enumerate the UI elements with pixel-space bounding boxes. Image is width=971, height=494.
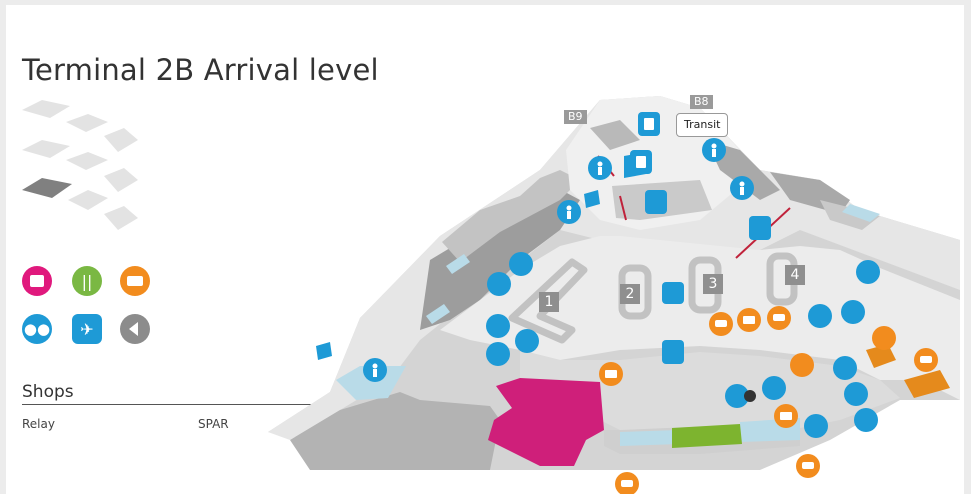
shop-relay-link[interactable]: Relay xyxy=(22,417,55,431)
lift-area-3 xyxy=(316,342,332,360)
meeting-point-icon[interactable] xyxy=(762,376,786,400)
phone-icon-2[interactable] xyxy=(854,408,878,432)
car-rental-area-1[interactable] xyxy=(866,344,896,368)
food-area[interactable] xyxy=(672,424,742,448)
baby-care-icon[interactable] xyxy=(486,342,510,366)
icon-glyphs xyxy=(372,118,932,487)
shops-divider xyxy=(22,404,327,405)
arrivals-filter-button[interactable]: ✈ xyxy=(72,314,102,344)
info-desk-icon-3[interactable] xyxy=(841,300,865,324)
travel-agency-icon[interactable] xyxy=(790,353,814,377)
services-filter-button[interactable] xyxy=(120,266,150,296)
phone-icon[interactable] xyxy=(725,384,749,408)
transit-tooltip: Transit xyxy=(676,113,729,137)
info-desk-icon[interactable] xyxy=(487,272,511,296)
info-desk-icon-2[interactable] xyxy=(856,260,880,284)
toilet-icon: ●● xyxy=(23,320,51,338)
baggage-info-icon[interactable] xyxy=(662,282,684,304)
ticket-machine-icon[interactable] xyxy=(808,304,832,328)
map-icons xyxy=(363,112,880,438)
shop-filter-button[interactable] xyxy=(22,266,52,296)
ticket-machine-icon-2[interactable] xyxy=(804,414,828,438)
lift-area-2 xyxy=(584,190,600,208)
baggage-belt-1-label: 1 xyxy=(539,292,559,312)
fork-knife-icon: || xyxy=(81,271,93,291)
food-filter-button[interactable]: || xyxy=(72,266,102,296)
toilet-icon-map-1[interactable] xyxy=(515,329,539,353)
bus-icon xyxy=(127,276,143,286)
escalator-icon[interactable] xyxy=(844,382,868,406)
gate-b8-label: B8 xyxy=(690,95,713,109)
baggage-belt-2-label: 2 xyxy=(620,284,640,304)
back-arrow-icon xyxy=(129,322,138,336)
shop-spar-link[interactable]: SPAR xyxy=(198,417,229,431)
passport-control-icon[interactable] xyxy=(645,190,667,214)
toilets-filter-button[interactable]: ●● xyxy=(22,314,52,344)
first-aid-icon-2[interactable] xyxy=(833,356,857,380)
shop-area-relay-spar[interactable] xyxy=(488,378,604,466)
shops-heading: Shops xyxy=(22,382,74,402)
gate-b9-label: B9 xyxy=(564,110,587,124)
car-rental-area-2[interactable] xyxy=(904,370,950,398)
customs-icon[interactable] xyxy=(662,340,684,364)
page-title: Terminal 2B Arrival level xyxy=(22,53,379,88)
plane-landing-icon: ✈ xyxy=(80,319,94,339)
passport-control-icon-2[interactable] xyxy=(749,216,771,240)
first-aid-icon[interactable] xyxy=(509,252,533,276)
baggage-belt-3-label: 3 xyxy=(703,274,723,294)
shop-bag-icon xyxy=(30,275,44,287)
dentist-icon[interactable] xyxy=(872,326,896,350)
back-button[interactable] xyxy=(120,314,150,344)
wheelchair-icon[interactable] xyxy=(486,314,510,338)
info-small-icon[interactable] xyxy=(744,390,756,402)
baggage-belt-4-label: 4 xyxy=(785,265,805,285)
